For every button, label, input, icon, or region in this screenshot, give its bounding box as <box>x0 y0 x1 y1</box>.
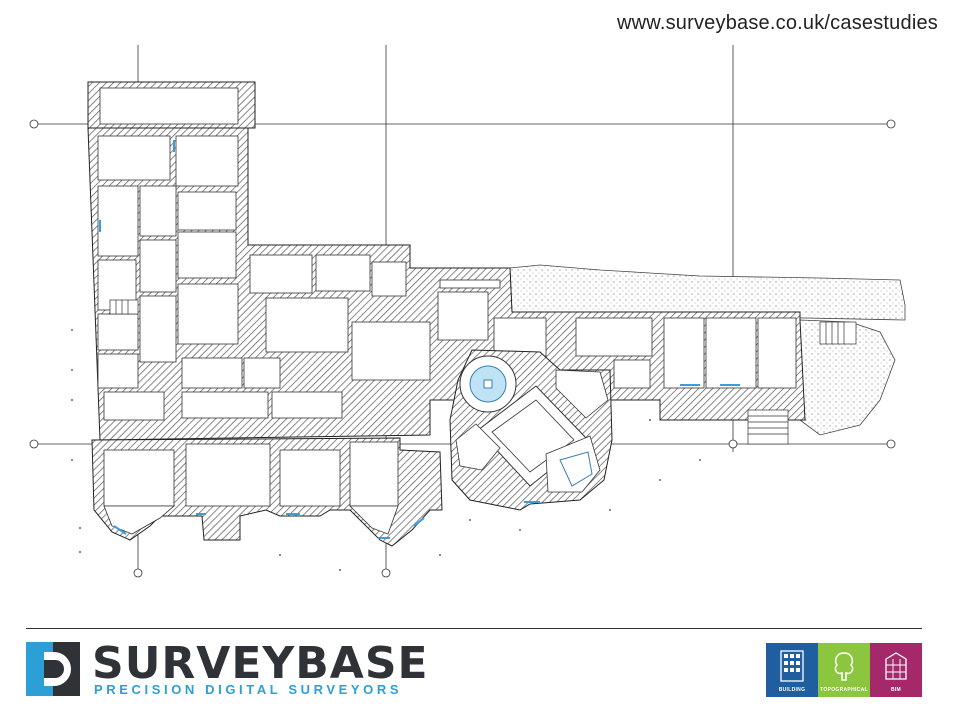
brand-tagline: PRECISION DIGITAL SURVEYORS <box>94 682 403 697</box>
surveybase-mark-icon <box>26 642 80 696</box>
pavilion <box>449 349 613 511</box>
bim-icon <box>885 652 907 680</box>
badge-topographical[interactable]: TOPOGRAPHICAL <box>818 643 870 697</box>
floor-plan-drawing <box>29 45 906 578</box>
building-icon <box>780 650 804 682</box>
window-marks <box>99 140 740 539</box>
steps <box>109 299 857 445</box>
surveybase-logo[interactable]: SURVEYBASE PRECISION DIGITAL SURVEYORS <box>26 638 428 698</box>
badge-bim[interactable]: BIM <box>870 643 922 697</box>
brand-name: SURVEYBASE <box>92 638 429 689</box>
grid-markers <box>29 119 896 578</box>
footer-divider <box>26 628 922 629</box>
level-marks <box>71 329 701 571</box>
badge-label: TOPOGRAPHICAL <box>820 687 868 693</box>
badge-label: BIM <box>890 687 902 693</box>
service-badges: BUILDING TOPOGRAPHICAL BIM <box>766 643 922 697</box>
website-url[interactable]: www.surveybase.co.uk/casestudies <box>617 12 938 34</box>
tree-icon <box>834 652 854 681</box>
badge-label: BUILDING <box>778 687 806 693</box>
badge-building[interactable]: BUILDING <box>766 643 818 697</box>
